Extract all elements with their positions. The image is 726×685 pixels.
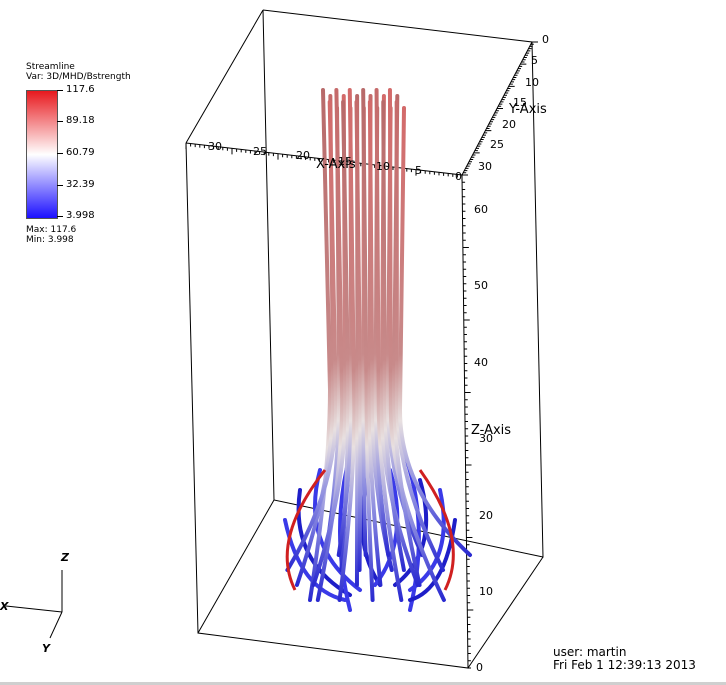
streamline-tube — [339, 100, 351, 572]
streamline-tube — [311, 94, 348, 587]
user-name: user: martin — [553, 645, 627, 659]
colorbar-label: 60.79 — [66, 147, 95, 158]
colorbar-label: 117.6 — [66, 84, 95, 95]
y-axis-labels: 0 5 10 15 20 25 30 Y-Axis — [478, 33, 549, 173]
colorbar-tick — [57, 90, 63, 91]
x-axis-title: X-Axis — [316, 157, 356, 172]
legend-title: Streamline — [26, 62, 75, 72]
colorbar-label: 89.18 — [66, 115, 95, 126]
colorbar-label: 3.998 — [66, 210, 95, 221]
y-tick-label: 10 — [525, 76, 539, 89]
streamline-tube — [361, 106, 368, 557]
z-tick-label: 30 — [479, 432, 493, 445]
triad-z-label: Z — [60, 551, 70, 564]
streamline-tube — [374, 88, 404, 602]
legend-min: Min: 3.998 — [26, 235, 74, 245]
y-tick-label: 20 — [502, 118, 516, 131]
y-axis-title: Y-Axis — [508, 102, 547, 117]
y-tick-label: 15 — [513, 96, 527, 109]
z-tick-label: 60 — [474, 203, 488, 216]
streamline-tube — [354, 100, 363, 572]
y-tick-label: 30 — [478, 160, 492, 173]
streamline-tube — [367, 94, 383, 587]
z-tick-label: 20 — [479, 509, 493, 522]
bottom-border — [0, 682, 726, 685]
y-tick-label: 25 — [490, 138, 504, 151]
colorbar-tick — [57, 185, 63, 186]
x-tick-label: 25 — [253, 145, 267, 158]
streamline-tube — [361, 88, 375, 602]
z-axis-labels: 60 50 40 30 20 10 0 Z-Axis — [471, 203, 511, 674]
streamline-tube — [336, 106, 354, 557]
triad-y-label: Y — [42, 642, 51, 655]
streamline-tube — [315, 88, 345, 602]
streamline-arc — [285, 469, 327, 591]
orientation-triad: Z X Y — [0, 551, 70, 655]
x-tick-label: 15 — [338, 155, 352, 168]
colorbar-tick — [57, 153, 63, 154]
streamline-tube — [394, 100, 446, 572]
y-tick-label: 5 — [531, 54, 538, 67]
z-tick-label: 50 — [474, 279, 488, 292]
colorbar-tick — [57, 121, 63, 122]
streamline-loop — [283, 518, 347, 602]
streamline-arc — [418, 469, 455, 591]
streamline-tube — [337, 88, 357, 602]
legend-max: Max: 117.6 — [26, 225, 77, 235]
streamline-tube — [285, 100, 339, 572]
x-tick-label: 30 — [208, 140, 222, 153]
streamline-tube — [381, 100, 406, 572]
timestamp: Fri Feb 1 12:39:13 2013 — [553, 658, 696, 672]
streamlines — [283, 88, 472, 612]
x-tick-label: 5 — [415, 164, 422, 177]
triad-x-label: X — [0, 600, 9, 613]
z-tick-label: 10 — [479, 585, 493, 598]
y-tick-label: 0 — [542, 33, 549, 46]
colorbar-tick — [57, 216, 63, 217]
x-tick-label: 20 — [296, 149, 310, 162]
user-info: user: martin Fri Feb 1 12:39:13 2013 — [553, 646, 696, 672]
streamline-tube — [373, 106, 391, 557]
z-tick-label: 40 — [474, 356, 488, 369]
streamline-tube — [385, 106, 425, 557]
colorbar-label: 32.39 — [66, 179, 95, 190]
x-tick-label: 0 — [455, 170, 462, 183]
z-tick-label: 0 — [476, 661, 483, 674]
x-tick-label: 10 — [376, 160, 390, 173]
z-axis-title: Z-Axis — [471, 423, 511, 438]
legend-variable: Var: 3D/MHD/Bstrength — [26, 72, 131, 82]
x-axis-labels: 30 25 20 15 10 5 0 X-Axis — [208, 140, 462, 183]
streamline-tube — [391, 94, 422, 587]
color-bar — [26, 90, 58, 219]
